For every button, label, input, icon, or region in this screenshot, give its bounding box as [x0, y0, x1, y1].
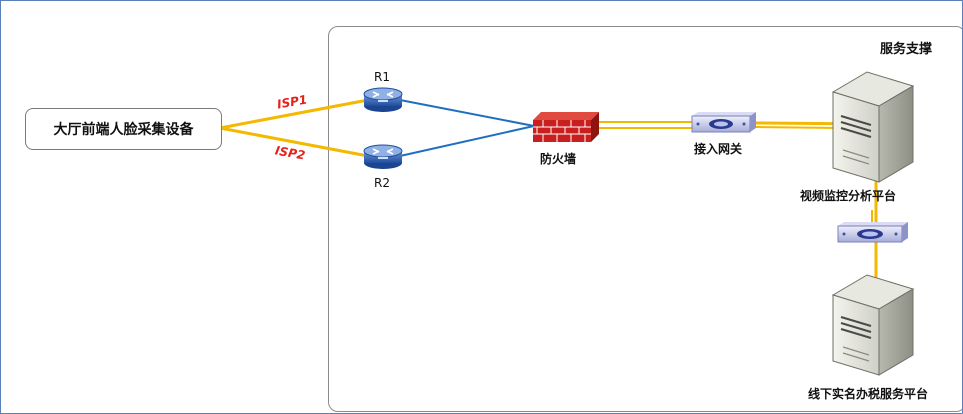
firewall-icon[interactable]	[533, 112, 599, 142]
offline-tax-service-platform-label: 线下实名办税服务平台	[808, 387, 929, 401]
gateway-server-link-2	[755, 126, 841, 129]
router-icon[interactable]	[363, 144, 403, 169]
router-icon[interactable]	[363, 87, 403, 112]
zone-title: 服务支撑	[880, 42, 933, 57]
face-capture-device[interactable]: 大厅前端人脸采集设备	[25, 108, 222, 150]
gateway-icon[interactable]	[837, 222, 908, 243]
gateway-label: 接入网关	[694, 142, 743, 156]
isp2-link	[219, 126, 369, 158]
server-icon[interactable]	[831, 274, 915, 376]
isp1-link	[219, 98, 369, 130]
r2-firewall-link	[399, 125, 535, 157]
router-r2-label: R2	[374, 176, 390, 190]
server-icon[interactable]	[831, 71, 915, 183]
gateway-icon[interactable]	[691, 112, 756, 133]
router-r1-label: R1	[374, 70, 390, 84]
firewall-label: 防火墙	[540, 152, 577, 166]
video-analysis-platform-label: 视频监控分析平台	[800, 189, 897, 203]
face-capture-device-label: 大厅前端人脸采集设备	[53, 122, 194, 138]
r1-firewall-link	[399, 99, 535, 127]
